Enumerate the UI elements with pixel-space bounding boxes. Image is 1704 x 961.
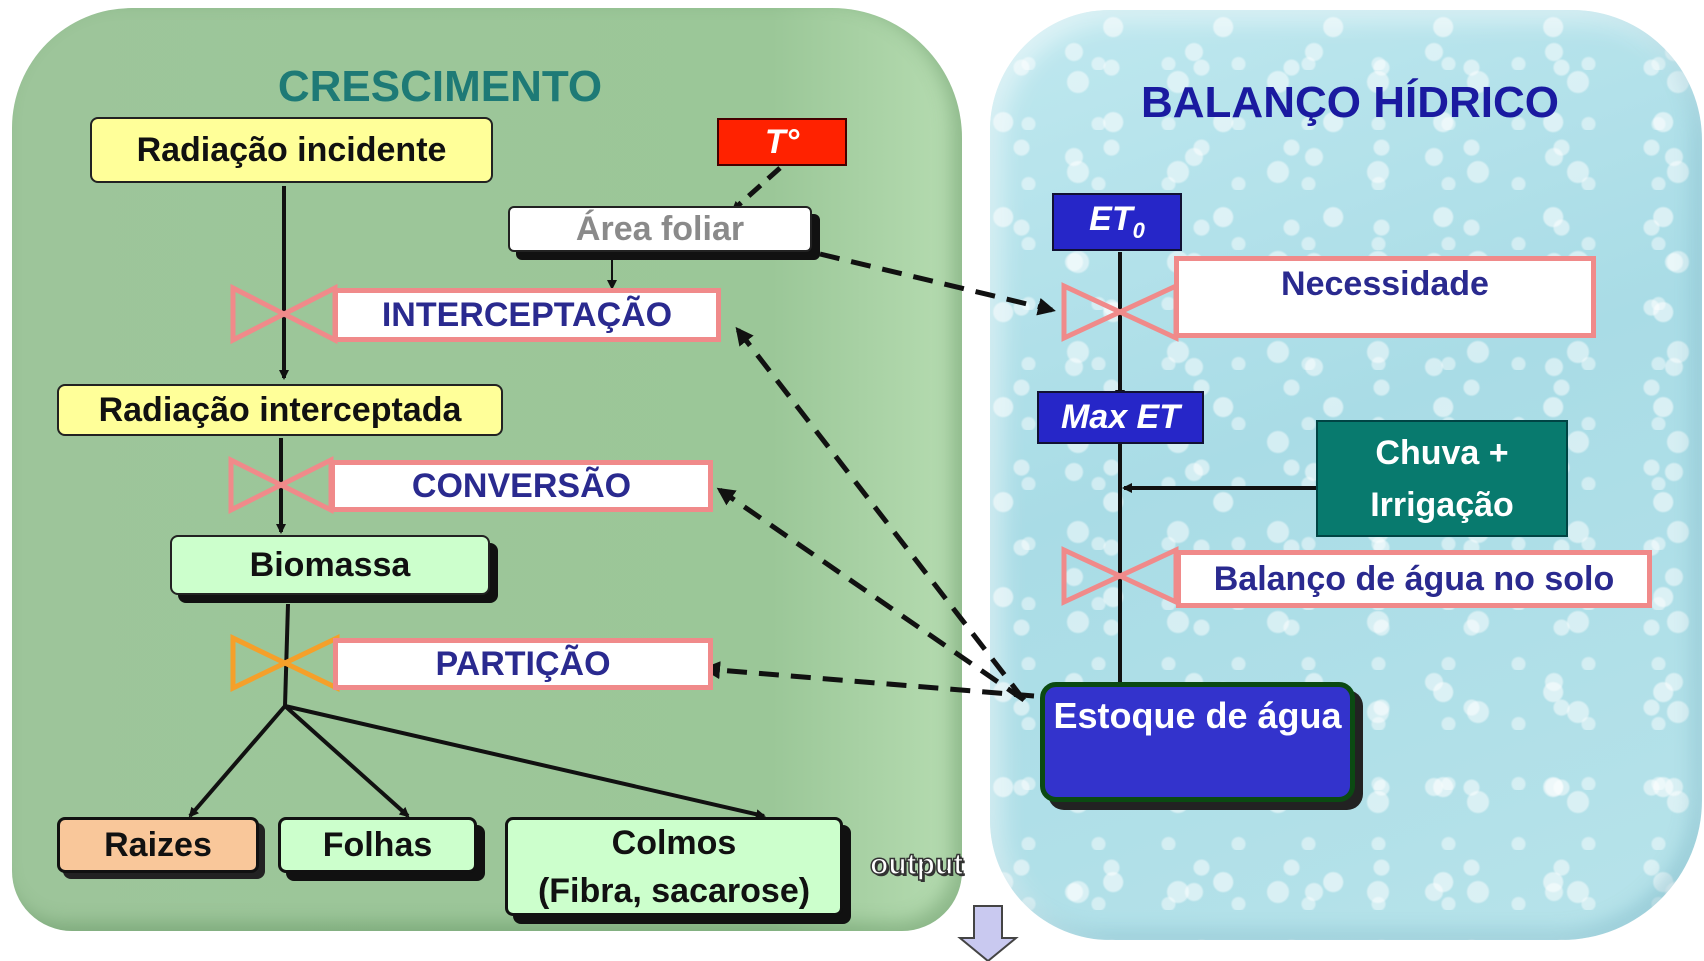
- stalks-detail: (Fibra, sacarose): [537, 871, 811, 910]
- irrigation-label: Irrigação: [1370, 485, 1514, 524]
- temperature-box: T°: [717, 118, 847, 166]
- growth-title: CRESCIMENTO: [277, 62, 603, 111]
- output-arrow-icon: [957, 905, 1019, 961]
- flow-biomass-to-partition: [283, 603, 290, 707]
- stalks-label: Colmos: [611, 823, 737, 862]
- roots-box: Raizes: [57, 817, 259, 873]
- stock-to-interception-arrow: [735, 326, 1026, 702]
- stock-to-partition-arrow: [702, 661, 1035, 699]
- output-label: output: [869, 847, 964, 882]
- rain-label: Chuva +: [1375, 433, 1509, 472]
- soil-water-balance-process: Balanço de água no solo: [1176, 550, 1652, 608]
- partition-process: PARTIÇÃO: [333, 638, 713, 690]
- demand-process: Necessidade: [1174, 256, 1596, 338]
- biomass-box: Biomassa: [170, 535, 490, 595]
- stalks-box: Colmos (Fibra, sacarose): [505, 817, 843, 916]
- stock-to-conversion-arrow: [716, 487, 1026, 703]
- leaf-area-box: Área foliar: [508, 206, 812, 252]
- conversion-process: CONVERSÃO: [330, 460, 713, 512]
- temperature-to-leaf-area-arrow: [731, 166, 782, 212]
- leaf-area-to-demand-arrow: [819, 251, 1056, 316]
- rain-irrigation-box: Chuva + Irrigação: [1316, 420, 1568, 537]
- intercepted-radiation-box: Radiação interceptada: [57, 384, 503, 436]
- water-balance-title: BALANÇO HÍDRICO: [1141, 78, 1559, 127]
- et0-box: ET0: [1052, 193, 1182, 251]
- max-et-box: Max ET: [1037, 391, 1204, 444]
- et0-subscript: 0: [1132, 217, 1145, 243]
- et0-label: ET0: [1089, 200, 1145, 243]
- flow-partition-to-roots: [188, 704, 287, 818]
- leaves-box: Folhas: [278, 817, 477, 873]
- interception-process: INTERCEPTAÇÃO: [333, 288, 721, 342]
- incident-radiation-box: Radiação incidente: [90, 117, 493, 183]
- flow-partition-to-leaves: [283, 704, 410, 818]
- flow-partition-to-stalks: [284, 704, 766, 820]
- water-stock-box: Estoque de água: [1040, 682, 1355, 802]
